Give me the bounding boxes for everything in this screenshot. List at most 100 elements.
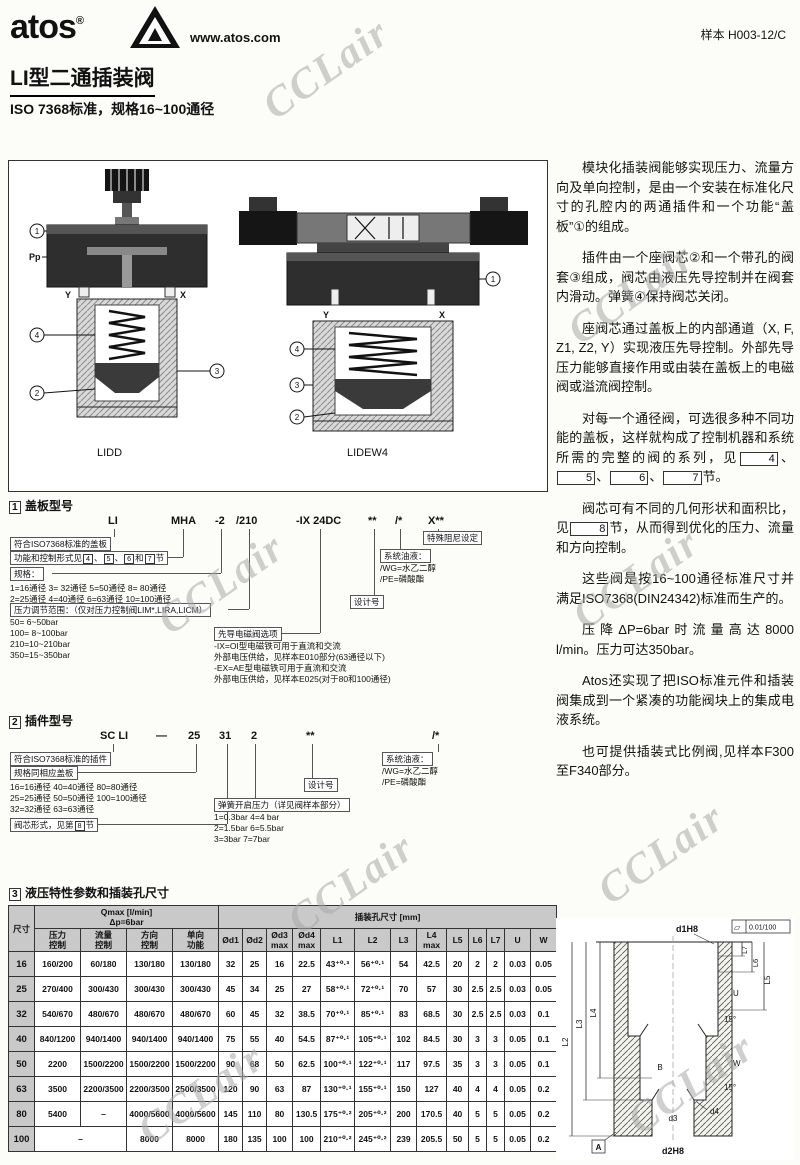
value-cell: 32 bbox=[266, 1001, 294, 1028]
code-part-pressure: /210 bbox=[236, 515, 258, 527]
value-cell: 100 bbox=[292, 1126, 322, 1153]
value-cell: 20 bbox=[446, 951, 470, 978]
value-cell: 4 bbox=[468, 1076, 488, 1103]
col-header-qmax: Qmax [l/min] Δp=6bar bbox=[33, 905, 220, 930]
value-cell: 2 bbox=[486, 951, 506, 978]
value-cell: 2 bbox=[468, 951, 488, 978]
value-cell: 8000 bbox=[126, 1126, 173, 1153]
col-header: U bbox=[504, 928, 532, 953]
value-cell: 0.05 bbox=[530, 951, 558, 978]
value-cell: 84.5 bbox=[416, 1026, 448, 1053]
col-header: Ød3 max bbox=[266, 928, 294, 953]
value-cell: 940/1400 bbox=[126, 1026, 173, 1053]
value-cell: 3 bbox=[468, 1026, 488, 1053]
value-cell: 540/670 bbox=[34, 1001, 81, 1028]
value-cell: 2.5 bbox=[486, 976, 506, 1003]
label-pressure-title: 压力调节范围：（仅对压力控制阀LIM*,LIRA,LICM） bbox=[10, 603, 212, 617]
value-cell: 70 bbox=[390, 976, 418, 1003]
value-cell: 210⁺⁰·² bbox=[320, 1126, 356, 1153]
value-cell: 145 bbox=[218, 1101, 244, 1128]
dim-d1: d1H8 bbox=[676, 924, 698, 934]
intro-paragraph: 插件由一个座阀芯②和一个带孔的阀套③组成，阀芯由液压先导控制并在阀套内滑动。弹簧… bbox=[556, 250, 794, 304]
value-cell: 5 bbox=[468, 1126, 488, 1153]
dim-l7: L7 bbox=[742, 946, 749, 954]
solenoid-right bbox=[470, 197, 528, 245]
code-part-solenoid: -IX 24DC bbox=[296, 515, 342, 527]
value-cell: 2200 bbox=[34, 1051, 81, 1078]
subplate bbox=[317, 243, 449, 253]
code-part-spool: 31 bbox=[219, 730, 232, 742]
value-cell: 100 bbox=[266, 1126, 294, 1153]
value-cell: 0.05 bbox=[504, 1051, 532, 1078]
value-cell: 127 bbox=[416, 1076, 448, 1103]
value-cell: 0.05 bbox=[504, 1101, 532, 1128]
value-cell: 50 bbox=[266, 1051, 294, 1078]
port-label-x: X bbox=[180, 290, 186, 300]
value-cell: 80 bbox=[266, 1101, 294, 1128]
value-cell: 40 bbox=[446, 1076, 470, 1103]
size-cell: 40 bbox=[8, 1026, 35, 1053]
angle-label-2: 15° bbox=[724, 1083, 736, 1092]
value-cell: 56⁺⁰·¹ bbox=[354, 951, 392, 978]
registered-mark: ® bbox=[75, 15, 84, 27]
value-cell: 480/670 bbox=[126, 1001, 173, 1028]
dim-l3: L3 bbox=[575, 1019, 584, 1028]
value-cell: 60 bbox=[218, 1001, 244, 1028]
callout-4: 4 bbox=[29, 327, 95, 343]
label-size-options: 16=16通径 40=40通径 80=80通径 25=25通径 50=50通径 … bbox=[10, 782, 147, 814]
value-cell: 480/670 bbox=[80, 1001, 127, 1028]
callout-3: 3 bbox=[177, 363, 225, 379]
port-label-x: X bbox=[439, 310, 445, 320]
value-cell: 940/1400 bbox=[80, 1026, 127, 1053]
value-cell: 27 bbox=[292, 976, 322, 1003]
code-part-design: ** bbox=[368, 515, 377, 527]
value-cell: 0.03 bbox=[504, 976, 532, 1003]
value-cell: 0.03 bbox=[504, 1001, 532, 1028]
value-cell: 480/670 bbox=[171, 1001, 220, 1028]
value-cell: 25 bbox=[242, 951, 268, 978]
label-fluid-title: 系统油液： bbox=[382, 752, 433, 766]
col-header: 流量 控制 bbox=[80, 928, 127, 953]
dim-l2: L2 bbox=[561, 1037, 570, 1046]
label-size-title: 规格： bbox=[10, 567, 44, 581]
size-cell: 80 bbox=[8, 1101, 35, 1128]
col-header: W bbox=[530, 928, 558, 953]
page-subtitle: ISO 7368标准，规格16~100通径 bbox=[10, 101, 215, 117]
label-iso-cover: 符合ISO7368标准的盖板 bbox=[10, 537, 112, 551]
callout-2: 2 bbox=[289, 409, 336, 425]
value-cell: 0.03 bbox=[504, 951, 532, 978]
value-cell: 2200/3500 bbox=[126, 1076, 173, 1103]
value-cell: 30 bbox=[446, 1026, 470, 1053]
intro-paragraph: 压降ΔP=6bar时流量高达8000 l/min。压力可达350bar。 bbox=[556, 622, 794, 657]
cavity-drawing: L2 L3 L4 L5 L6 L7 d1H8 d2H8 d3 d4 B 15° … bbox=[561, 919, 791, 1156]
value-cell: 4 bbox=[486, 1076, 506, 1103]
datum-b-label: B bbox=[657, 1063, 662, 1072]
value-cell: 54 bbox=[390, 951, 418, 978]
connector-line bbox=[438, 529, 439, 532]
value-cell: 34 bbox=[242, 976, 268, 1003]
connector-line bbox=[312, 744, 313, 784]
connector-line bbox=[320, 529, 321, 633]
value-cell: 205.5 bbox=[416, 1126, 448, 1153]
connector-line bbox=[114, 529, 115, 537]
callout-2: 2 bbox=[29, 385, 96, 401]
label-fluid-title: 系统油液： bbox=[380, 549, 431, 563]
connector-line bbox=[221, 529, 222, 573]
figure-label-lidew4: LIDEW4 bbox=[347, 447, 388, 459]
value-cell: 8000 bbox=[171, 1126, 220, 1153]
intro-paragraph: 对每一个通径阀，可选很多种不同功能的盖板，这样就构成了控制机器和系统所需的完整的… bbox=[556, 410, 794, 486]
value-cell: 0.1 bbox=[530, 1001, 558, 1028]
value-cell: 25 bbox=[266, 976, 294, 1003]
value-cell: 45 bbox=[218, 976, 244, 1003]
value-cell: 4000/5600 bbox=[171, 1101, 220, 1128]
tolerance-value: 0.01/100 bbox=[749, 925, 776, 932]
value-cell: 130⁺⁰·¹ bbox=[320, 1076, 356, 1103]
valve-figure-box: Pp Y X 1 4 bbox=[8, 160, 548, 492]
svg-text:4: 4 bbox=[35, 331, 40, 340]
